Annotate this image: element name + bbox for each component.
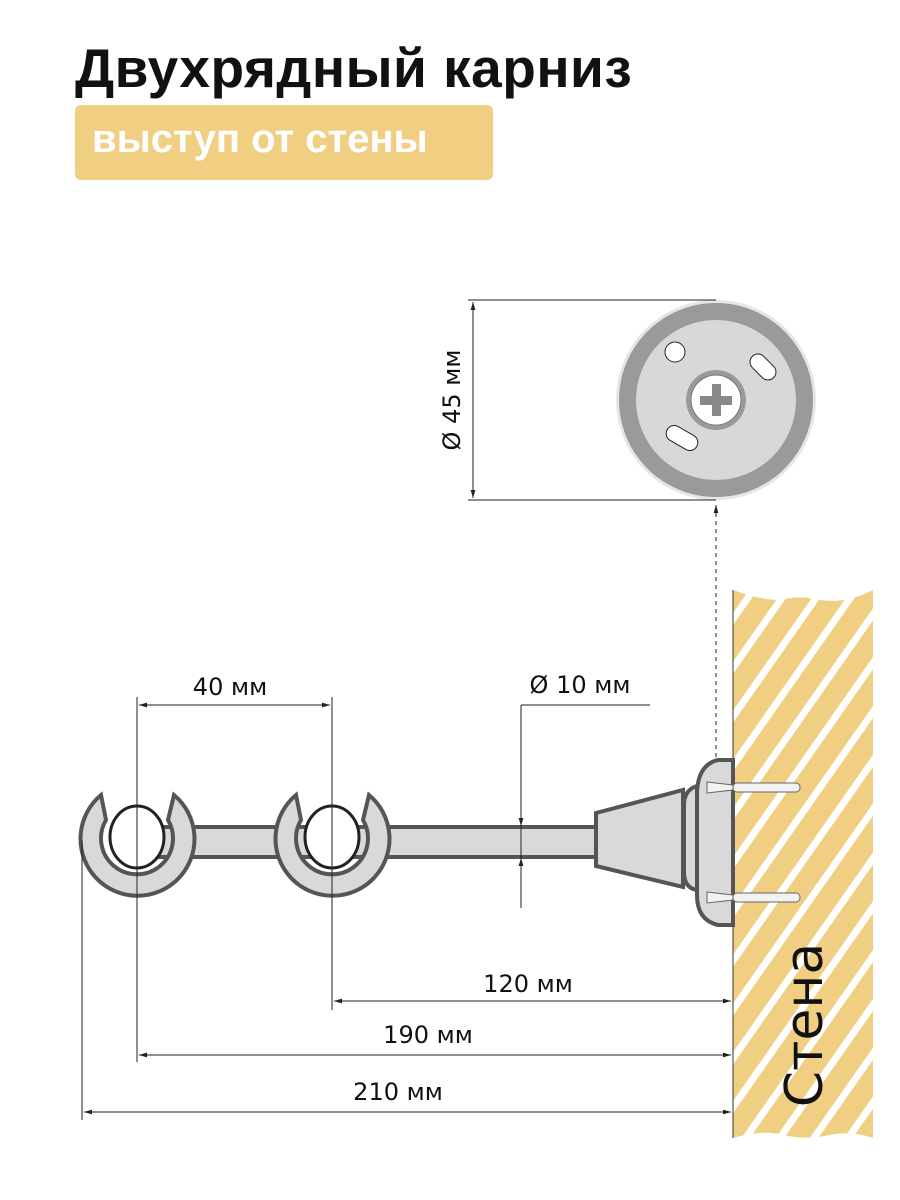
flange-diameter-dimension [468, 299, 719, 758]
extension-lines [81, 697, 650, 1120]
subtitle-badge: выступ от стены [75, 105, 493, 180]
rod-diameter-label: Ø 10 мм [530, 671, 631, 699]
inner-projection-label: 120 мм [483, 970, 573, 998]
total-projection-label: 210 мм [353, 1078, 443, 1106]
flange-diameter-label: Ø 45 мм [438, 350, 466, 451]
subtitle-text: выступ от стены [92, 117, 428, 161]
wall: Стена [732, 590, 873, 1138]
outer-projection-label: 190 мм [383, 1021, 473, 1049]
wall-label: Стена [775, 943, 835, 1107]
bracket [78, 758, 735, 927]
ring-spacing-label: 40 мм [193, 673, 267, 701]
page-title: Двухрядный карниз [75, 37, 633, 99]
wall-screws [706, 781, 801, 904]
screw-cross-icon [700, 384, 732, 416]
flange-top-view [616, 300, 816, 500]
dimension-lines [84, 702, 731, 1115]
